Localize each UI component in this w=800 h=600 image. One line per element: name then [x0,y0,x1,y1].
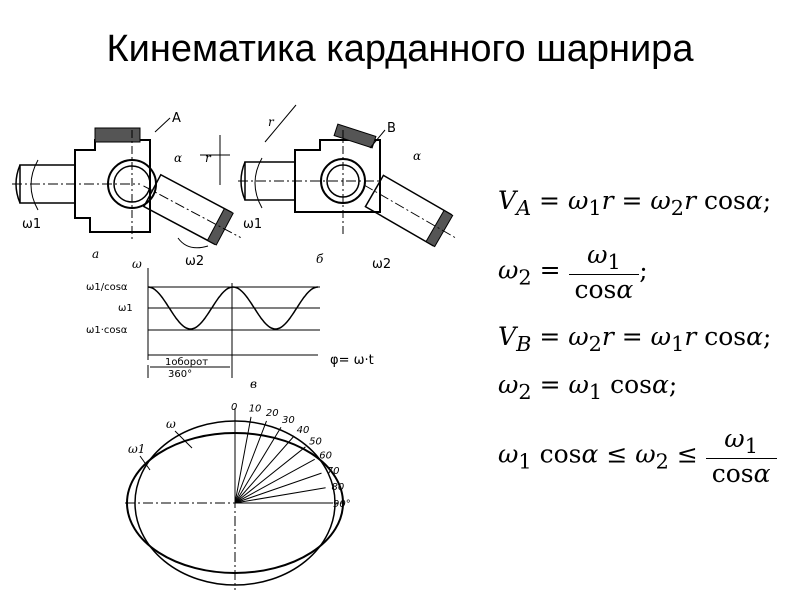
figure-b-universal-joint: r B α ω1 ω2 б [238,104,456,272]
polar-ray-8 [234,487,326,504]
polar-angle-label-4: 40 [297,425,310,436]
polar-ray-1 [234,416,252,504]
plot-y-label-max: ω1/cosα [86,282,128,293]
polar-angle-label-9: 90° [333,499,351,510]
omega2-wave-curve [147,286,319,330]
polar-omega-label: ω [166,417,176,431]
plot-y-label-min: ω1·cosα [86,325,128,336]
polar-angle-label-6: 60 [319,451,332,462]
plot-omega-label: ω [132,257,142,271]
fig-b-point-B: B [387,121,396,136]
polar-angle-label-1: 10 [249,404,262,415]
polar-angle-label-8: 80 [332,482,345,493]
polar-angle-label-3: 30 [282,415,295,426]
fig-b-r: r [268,115,275,129]
fig-a-caption: а [92,247,99,261]
figure-a-universal-joint: α r A ω1 ω2 а [12,111,241,269]
polar-angle-label-2: 20 [266,408,279,419]
polar-angle-label-5: 50 [309,437,322,448]
yoke [74,139,151,233]
polar-ray-5 [234,446,306,504]
fig-a-omega1: ω1 [22,217,41,232]
polar-ray-2 [234,420,267,504]
yoke-lug-top [94,127,141,143]
fig-a-point-A: A [172,111,181,126]
fig-a-alpha: α [174,151,182,165]
polar-angle-label-0: 0 [231,402,237,413]
formula-omega2-min: ω2 = ω1 cosα; [498,370,678,404]
polar-ray-4 [234,435,295,504]
polar-ray-6 [234,458,315,504]
polar-angle-label-7: 70 [327,466,340,477]
formula-va: VA = ω1r = ω2r cosα; [498,186,772,220]
yoke-b [294,139,381,213]
figure-c-omega-plot: ω ω1/cosα ω1 ω1·cosα 1оборот 360° φ= ω·t… [86,257,374,391]
plot-y-label-mid: ω1 [118,303,133,314]
fig-b-omega2: ω2 [372,257,391,272]
fig-b-alpha: α [413,149,421,163]
fig-a-r: r [205,151,212,165]
formula-vb: VB = ω2r = ω1r cosα; [498,322,772,356]
polar-ray-3 [234,427,282,504]
polar-ray-7 [234,472,322,504]
polar-omega1-label: ω1 [128,442,145,456]
page-title: Кинематика карданного шарнира [106,28,694,70]
plot-span-deg: 360° [168,369,192,380]
plot-x-label: φ= ω·t [330,353,374,368]
fig-b-caption: б [316,252,324,266]
fig-a-omega2: ω2 [185,254,204,269]
plot-caption: в [250,377,257,391]
fig-b-omega1: ω1 [243,217,262,232]
plot-span-label: 1оборот [165,357,208,368]
